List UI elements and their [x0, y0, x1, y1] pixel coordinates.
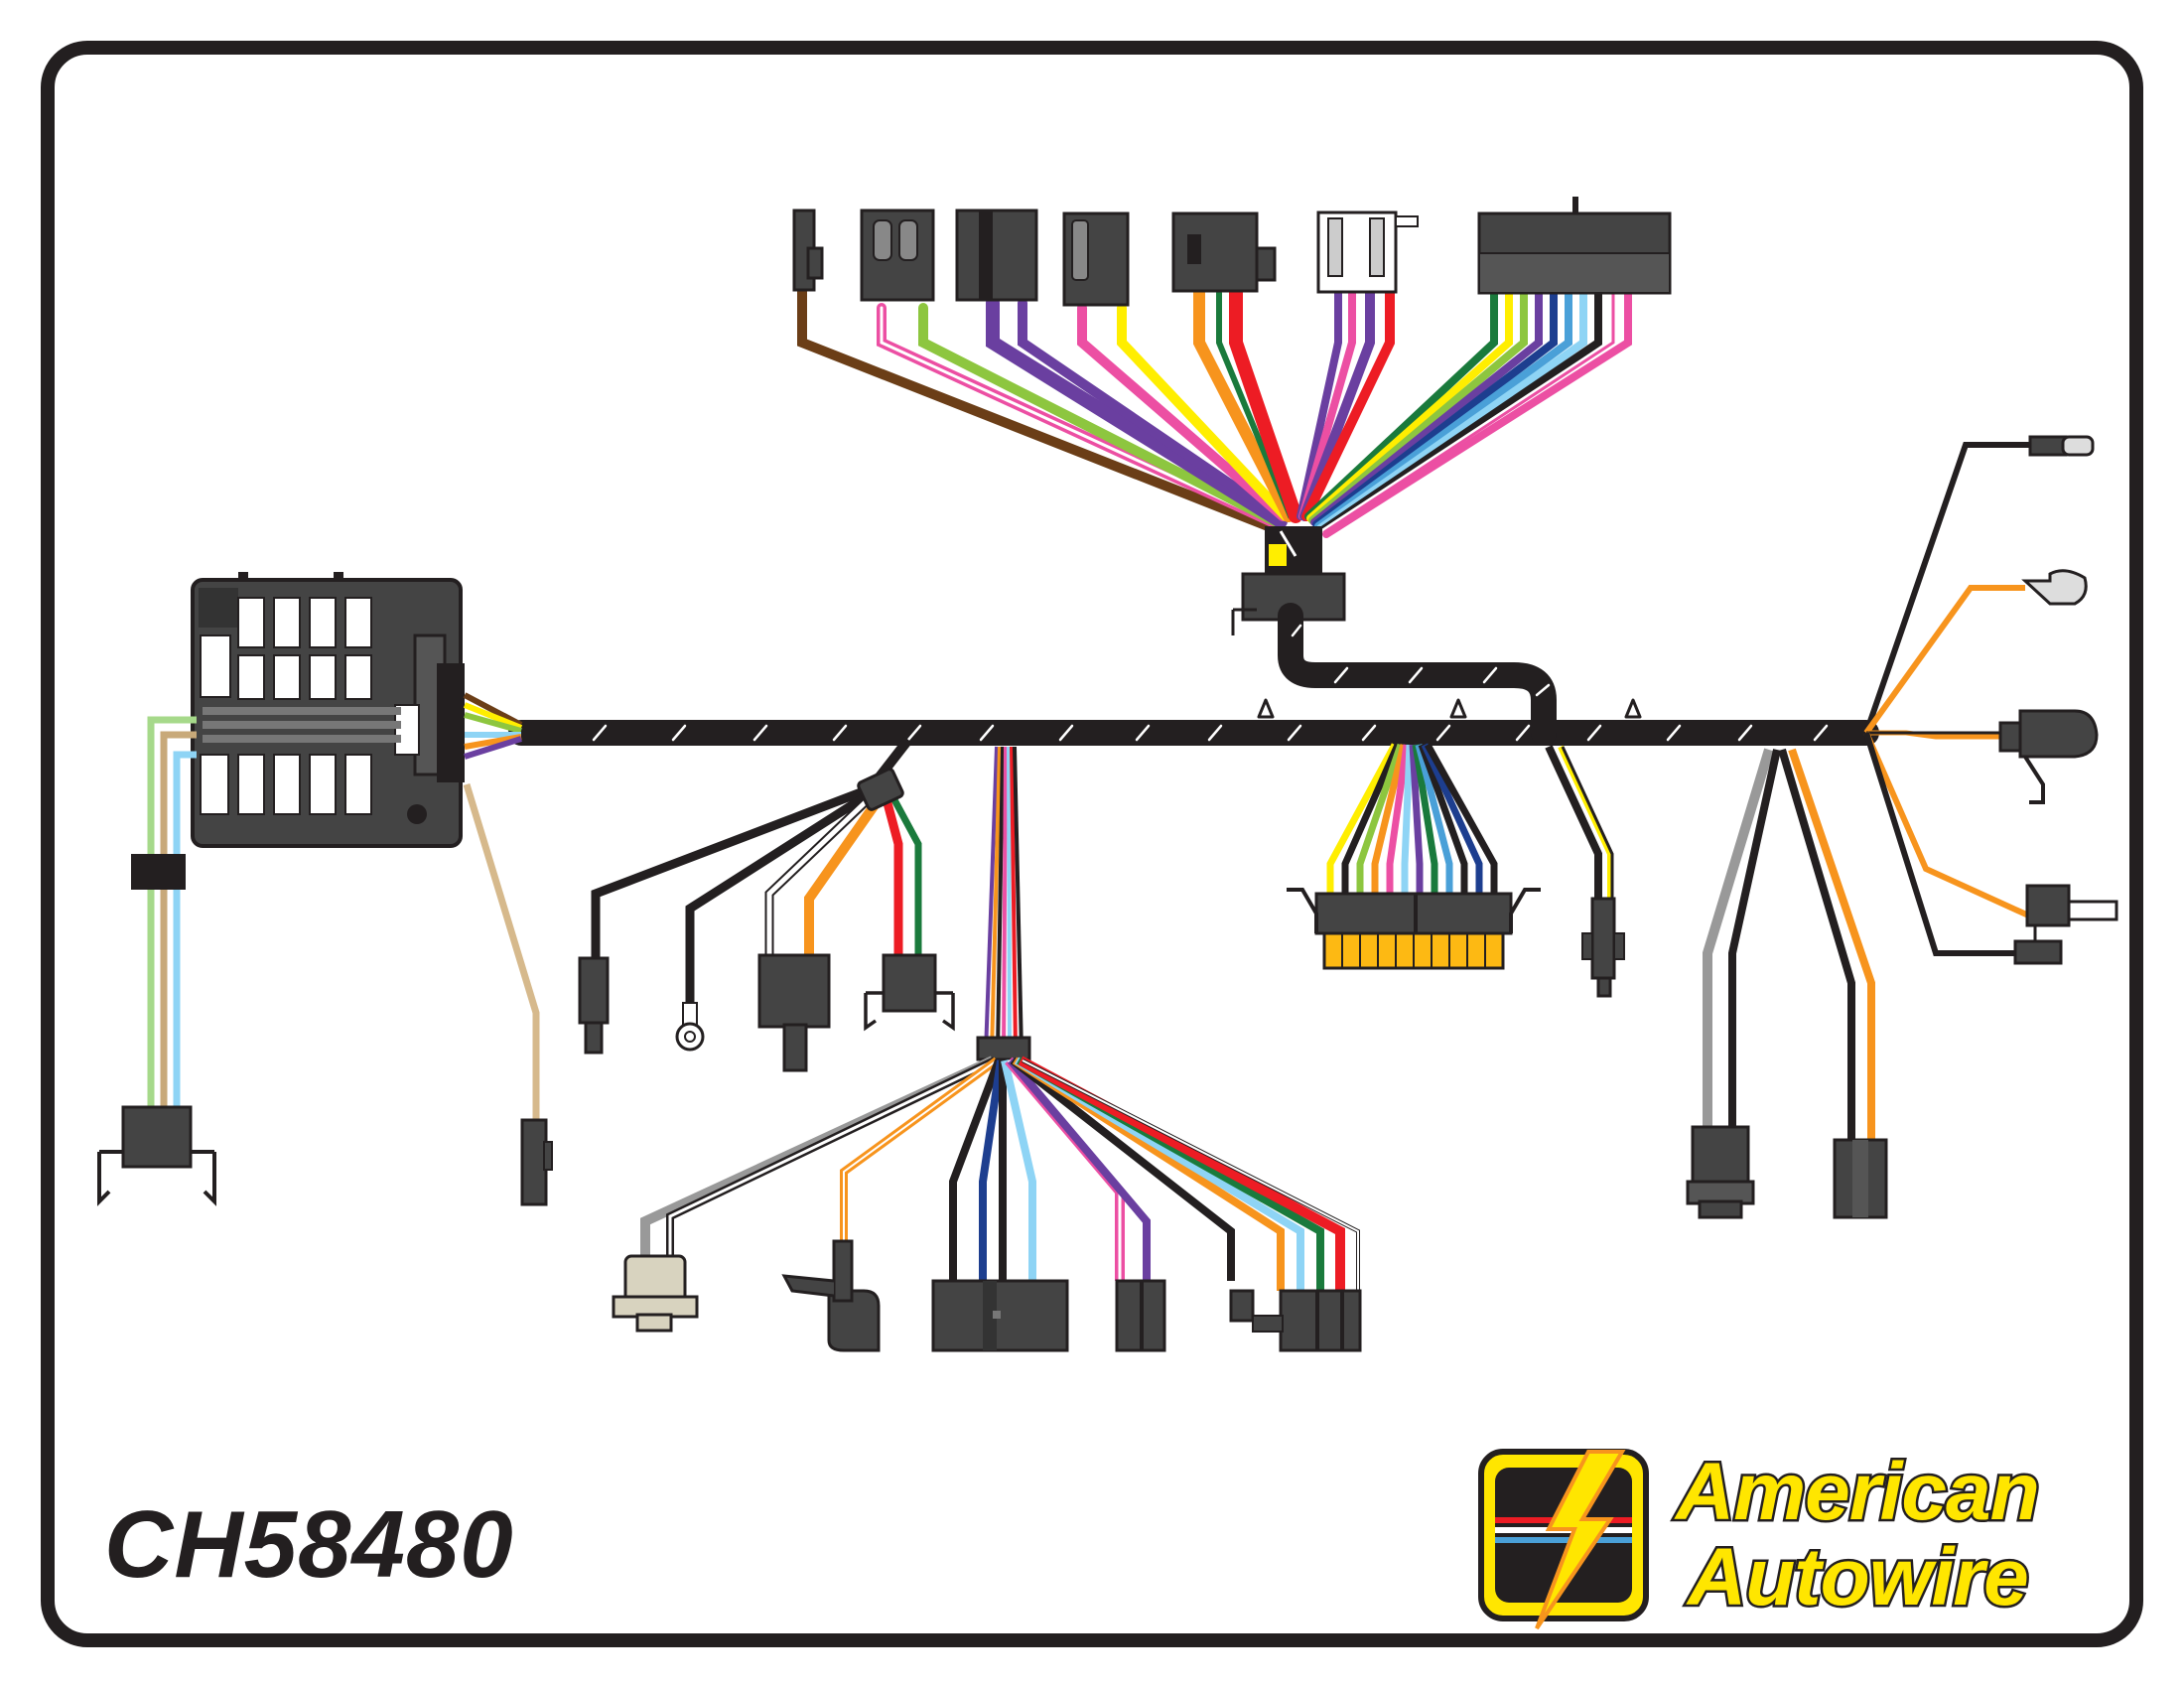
lower-left-connectors [578, 953, 955, 1072]
top-connectors [792, 197, 1672, 307]
middle-branch-clip [976, 1036, 1031, 1061]
part-number: CH58480 [104, 1491, 514, 1598]
yellow-black-pair [1545, 745, 1614, 904]
right-end-connector-4 [2013, 884, 2118, 965]
right-lower-connectors [1686, 1125, 1888, 1219]
middle-branch-bundle [984, 746, 1024, 1054]
diagram-frame [41, 41, 2143, 1647]
bottom-connector-4 [1115, 1279, 1166, 1352]
right-end-connectors [1998, 435, 2118, 965]
top-connector-2 [860, 209, 935, 302]
right-end-hook [2021, 569, 2088, 606]
top-connector-5 [1171, 211, 1277, 293]
right-end-connector-1 [2028, 435, 2095, 457]
ring-terminal [675, 1002, 705, 1052]
center-ribbon-connector [1287, 888, 1541, 970]
left-bottom-connector [97, 1105, 216, 1206]
lower-left-branch-clip [857, 768, 904, 811]
brand-logo [1478, 1449, 1649, 1630]
tan-wire-connector [520, 1118, 553, 1206]
center-ribbon-wires [1326, 743, 1498, 894]
lower-left-branch [591, 736, 922, 1008]
bottom-connector-5 [1229, 1289, 1362, 1352]
left-bottom-wires [147, 716, 540, 1122]
right-lower-branch [1703, 748, 1875, 1142]
middle-branch-fan [640, 1055, 1360, 1291]
lower-left-connector-3 [757, 953, 831, 1072]
fuse-block [191, 572, 465, 848]
fuse-block-wires [463, 692, 523, 760]
right-end-socket [1998, 709, 2099, 804]
main-trunk [508, 603, 1879, 746]
bottom-connectors [612, 1239, 1362, 1352]
brand-name-line-1: American [1674, 1447, 2043, 1537]
top-fan-junction [1231, 526, 1346, 635]
lower-left-connector-4 [864, 953, 955, 1032]
bottom-connector-2 [781, 1239, 881, 1352]
top-connector-7 [1477, 197, 1672, 295]
yellow-black-connector [1581, 897, 1625, 998]
wire-sleeve-left [131, 854, 186, 890]
bulb-socket [612, 1254, 699, 1333]
top-connector-3 [955, 209, 1038, 302]
brand-name-line-2: Autowire [1686, 1532, 2032, 1622]
right-lower-connector-2 [1833, 1138, 1888, 1219]
bottom-connector-3 [931, 1279, 1069, 1352]
right-end-fan [1863, 442, 2037, 956]
top-connector-wires [797, 285, 1632, 538]
top-connector-4 [1062, 211, 1130, 307]
lower-left-connector-1 [578, 956, 610, 1055]
top-connector-1 [792, 209, 824, 292]
top-connector-6 [1316, 211, 1419, 294]
right-lower-connector-1 [1686, 1125, 1755, 1219]
